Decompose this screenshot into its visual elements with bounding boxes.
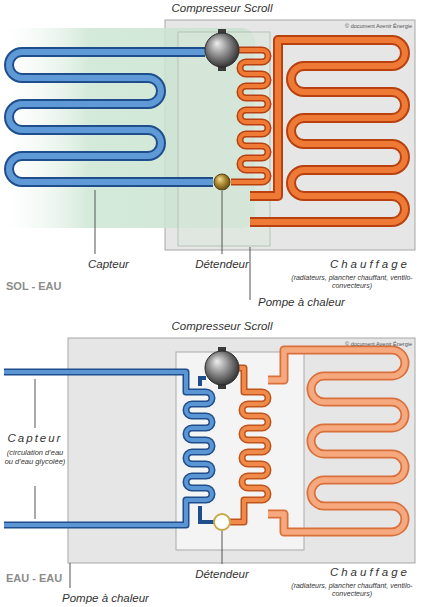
refrigerant-link (200, 378, 206, 386)
leader-line (95, 190, 96, 254)
note: (radiateurs, plancher chauffant, ventilo… (290, 274, 414, 291)
leader-line (70, 563, 71, 588)
part-label: Détendeur (172, 258, 272, 272)
leader-line (250, 247, 251, 300)
section-label: EAU - EAU (6, 572, 86, 585)
refrigerant-link (200, 506, 214, 522)
part-label: Capteur (88, 258, 158, 272)
ground-collector-pipe (9, 52, 213, 182)
part-label: Pompe à chaleur (62, 592, 172, 606)
water-collector-pipe (4, 372, 212, 525)
bracket-line (35, 486, 36, 519)
note: (circulation d'eau ou d'eau glycolée) (4, 448, 66, 466)
part-label: Chauffage (320, 566, 410, 580)
compressor-symbol (205, 33, 239, 67)
heating-circuit-pipe (268, 350, 405, 532)
compressor-symbol (205, 351, 239, 385)
part-label: Chauffage (320, 258, 410, 272)
condenser-coil-inner (231, 50, 268, 182)
heating-circuit-pipe (250, 40, 405, 222)
condenser-coil (231, 50, 268, 182)
watermark: © document Avenir Énergie (330, 341, 412, 348)
condenser-coil-inner (230, 368, 268, 522)
leader-line (222, 191, 223, 254)
heating-circuit-pipe-inner (250, 40, 405, 222)
condenser-coil (230, 368, 268, 522)
heating-circuit-pipe-inner (268, 350, 405, 532)
heat-pump-panel (178, 32, 270, 246)
section-label: SOL - EAU (6, 280, 86, 293)
water-collector-pipe-inner (4, 372, 212, 525)
note: (radiateurs, plancher chauffant, ventilo… (290, 582, 414, 599)
part-label: Détendeur (172, 568, 272, 582)
watermark: © document Avenir Énergie (330, 23, 412, 30)
part-label: Pompe à chaleur (258, 296, 368, 310)
component-label: Compresseur Scroll (162, 320, 282, 334)
bracket-line (35, 379, 36, 428)
ground-collector-pipe-inner (9, 52, 213, 182)
expansion-valve-symbol (214, 514, 230, 530)
leader-line (222, 531, 223, 564)
part-label: Capteur (2, 432, 68, 446)
expansion-valve-symbol (214, 174, 230, 190)
component-label: Compresseur Scroll (162, 2, 282, 16)
